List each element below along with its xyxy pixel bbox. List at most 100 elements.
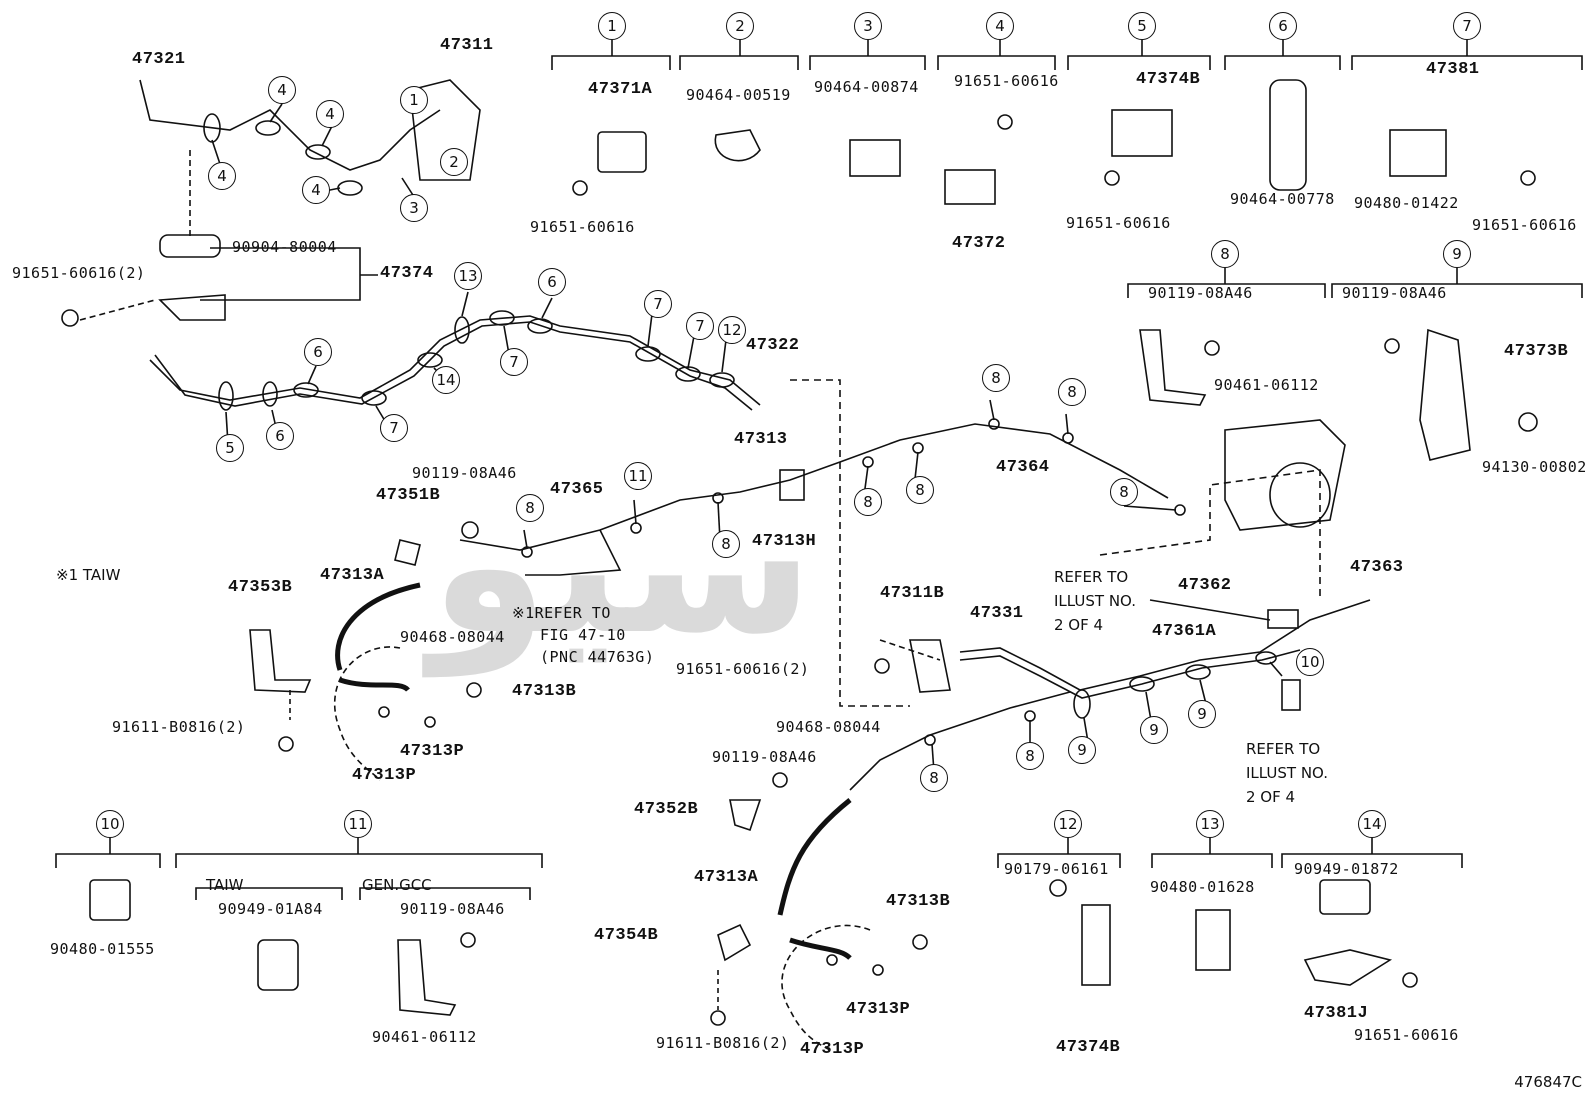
- part-label[interactable]: 47365: [550, 480, 604, 499]
- part-label[interactable]: 90119-08A46: [412, 464, 517, 482]
- ref-callout: 1: [400, 86, 428, 114]
- part-label[interactable]: 90904-80004: [232, 238, 337, 256]
- legend-num-9: 9: [1443, 240, 1471, 268]
- part-label[interactable]: 47311B: [880, 584, 945, 603]
- ref-callout: 8: [516, 494, 544, 522]
- part-label[interactable]: 47313: [734, 430, 788, 449]
- legend-num-1: 1: [598, 12, 626, 40]
- part-label[interactable]: 47322: [746, 336, 800, 355]
- note-refer-fig: FIG 47-10: [540, 626, 626, 644]
- part-label[interactable]: 47313P: [400, 742, 465, 761]
- part-label[interactable]: 94130-00802: [1482, 458, 1587, 476]
- ref-callout: 6: [538, 268, 566, 296]
- part-label[interactable]: 90464-00874: [814, 78, 919, 96]
- group-label-gen: GEN.GCC: [362, 876, 432, 894]
- part-label[interactable]: 90461-06112: [1214, 376, 1319, 394]
- part-label[interactable]: 47354B: [594, 926, 659, 945]
- part-label[interactable]: 90468-08044: [400, 628, 505, 646]
- part-label[interactable]: 91651-60616(2): [676, 660, 810, 678]
- part-label[interactable]: 90464-00519: [686, 86, 791, 104]
- note-taiw: ※1 TAIW: [56, 566, 121, 584]
- part-label[interactable]: 47313P: [800, 1040, 865, 1059]
- ref-callout: 5: [216, 434, 244, 462]
- part-label[interactable]: 47371A: [588, 80, 653, 99]
- figure-id: 476847C: [1514, 1073, 1582, 1091]
- legend-num-2: 2: [726, 12, 754, 40]
- ref-callout: 4: [302, 176, 330, 204]
- legend-num-14: 14: [1358, 810, 1386, 838]
- part-label[interactable]: 90119-08A46: [1148, 284, 1253, 302]
- ref-callout: 9: [1068, 736, 1096, 764]
- part-label[interactable]: 90480-01422: [1354, 194, 1459, 212]
- part-label[interactable]: 47313P: [846, 1000, 911, 1019]
- part-label[interactable]: 47374B: [1056, 1038, 1121, 1057]
- part-label[interactable]: 90949-01A84: [218, 900, 323, 918]
- part-label[interactable]: 47353B: [228, 578, 293, 597]
- ref-callout: 6: [304, 338, 332, 366]
- legend-num-4: 4: [986, 12, 1014, 40]
- part-label[interactable]: 47373B: [1504, 342, 1569, 361]
- ref-callout: 8: [920, 764, 948, 792]
- watermark: سيو: [430, 455, 814, 676]
- part-label[interactable]: 90179-06161: [1004, 860, 1109, 878]
- part-label[interactable]: 90468-08044: [776, 718, 881, 736]
- part-label[interactable]: 47362: [1178, 576, 1232, 595]
- part-label[interactable]: 47313P: [352, 766, 417, 785]
- part-label[interactable]: 47364: [996, 458, 1050, 477]
- part-label[interactable]: 91651-60616: [1066, 214, 1171, 232]
- note-refer-illust: ILLUST NO.: [1054, 592, 1137, 610]
- note-refer-illust: ILLUST NO.: [1246, 764, 1329, 782]
- part-label[interactable]: 47361A: [1152, 622, 1217, 641]
- part-label[interactable]: 90119-08A46: [712, 748, 817, 766]
- ref-callout: 7: [380, 414, 408, 442]
- part-label[interactable]: 91651-60616: [1354, 1026, 1459, 1044]
- part-label[interactable]: 47363: [1350, 558, 1404, 577]
- legend-num-3: 3: [854, 12, 882, 40]
- part-label[interactable]: 47331: [970, 604, 1024, 623]
- part-label[interactable]: 91611-B0816(2): [656, 1034, 790, 1052]
- part-label[interactable]: 90480-01555: [50, 940, 155, 958]
- part-label[interactable]: 91651-60616: [954, 72, 1059, 90]
- legend-num-8: 8: [1211, 240, 1239, 268]
- ref-callout: 13: [454, 262, 482, 290]
- part-label[interactable]: 47313B: [512, 682, 577, 701]
- note-refer-fig: ※1REFER TO: [512, 604, 611, 622]
- part-label[interactable]: 47352B: [634, 800, 699, 819]
- part-label[interactable]: 90461-06112: [372, 1028, 477, 1046]
- part-label[interactable]: 47313B: [886, 892, 951, 911]
- part-label[interactable]: 90480-01628: [1150, 878, 1255, 896]
- part-label[interactable]: 47313A: [694, 868, 759, 887]
- part-label[interactable]: 91651-60616(2): [12, 264, 146, 282]
- note-refer-illust: REFER TO: [1246, 740, 1321, 758]
- part-label[interactable]: 47374: [380, 264, 434, 283]
- part-label[interactable]: 91651-60616: [530, 218, 635, 236]
- part-label[interactable]: 47311: [440, 36, 494, 55]
- part-label[interactable]: 47372: [952, 234, 1006, 253]
- part-label[interactable]: 91611-B0816(2): [112, 718, 246, 736]
- part-label[interactable]: 90464-00778: [1230, 190, 1335, 208]
- part-label[interactable]: 90119-08A46: [1342, 284, 1447, 302]
- legend-num-13: 13: [1196, 810, 1224, 838]
- part-label[interactable]: 47374B: [1136, 70, 1201, 89]
- part-label[interactable]: 47321: [132, 50, 186, 69]
- part-label[interactable]: 47313A: [320, 566, 385, 585]
- ref-callout: 8: [1016, 742, 1044, 770]
- note-refer-illust: REFER TO: [1054, 568, 1129, 586]
- ref-callout: 12: [718, 316, 746, 344]
- legend-num-7: 7: [1453, 12, 1481, 40]
- part-label[interactable]: 47381J: [1304, 1004, 1369, 1023]
- part-label[interactable]: 47313H: [752, 532, 817, 551]
- ref-callout: 6: [266, 422, 294, 450]
- ref-callout: 8: [1110, 478, 1138, 506]
- part-label[interactable]: 91651-60616: [1472, 216, 1577, 234]
- note-refer-illust: 2 OF 4: [1054, 616, 1104, 634]
- ref-callout: 11: [624, 462, 652, 490]
- ref-callout: 8: [906, 476, 934, 504]
- legend-num-12: 12: [1054, 810, 1082, 838]
- note-refer-illust: 2 OF 4: [1246, 788, 1296, 806]
- part-label[interactable]: 90119-08A46: [400, 900, 505, 918]
- part-label[interactable]: 90949-01872: [1294, 860, 1399, 878]
- legend-num-10: 10: [96, 810, 124, 838]
- part-label[interactable]: 47381: [1426, 60, 1480, 79]
- part-label[interactable]: 47351B: [376, 486, 441, 505]
